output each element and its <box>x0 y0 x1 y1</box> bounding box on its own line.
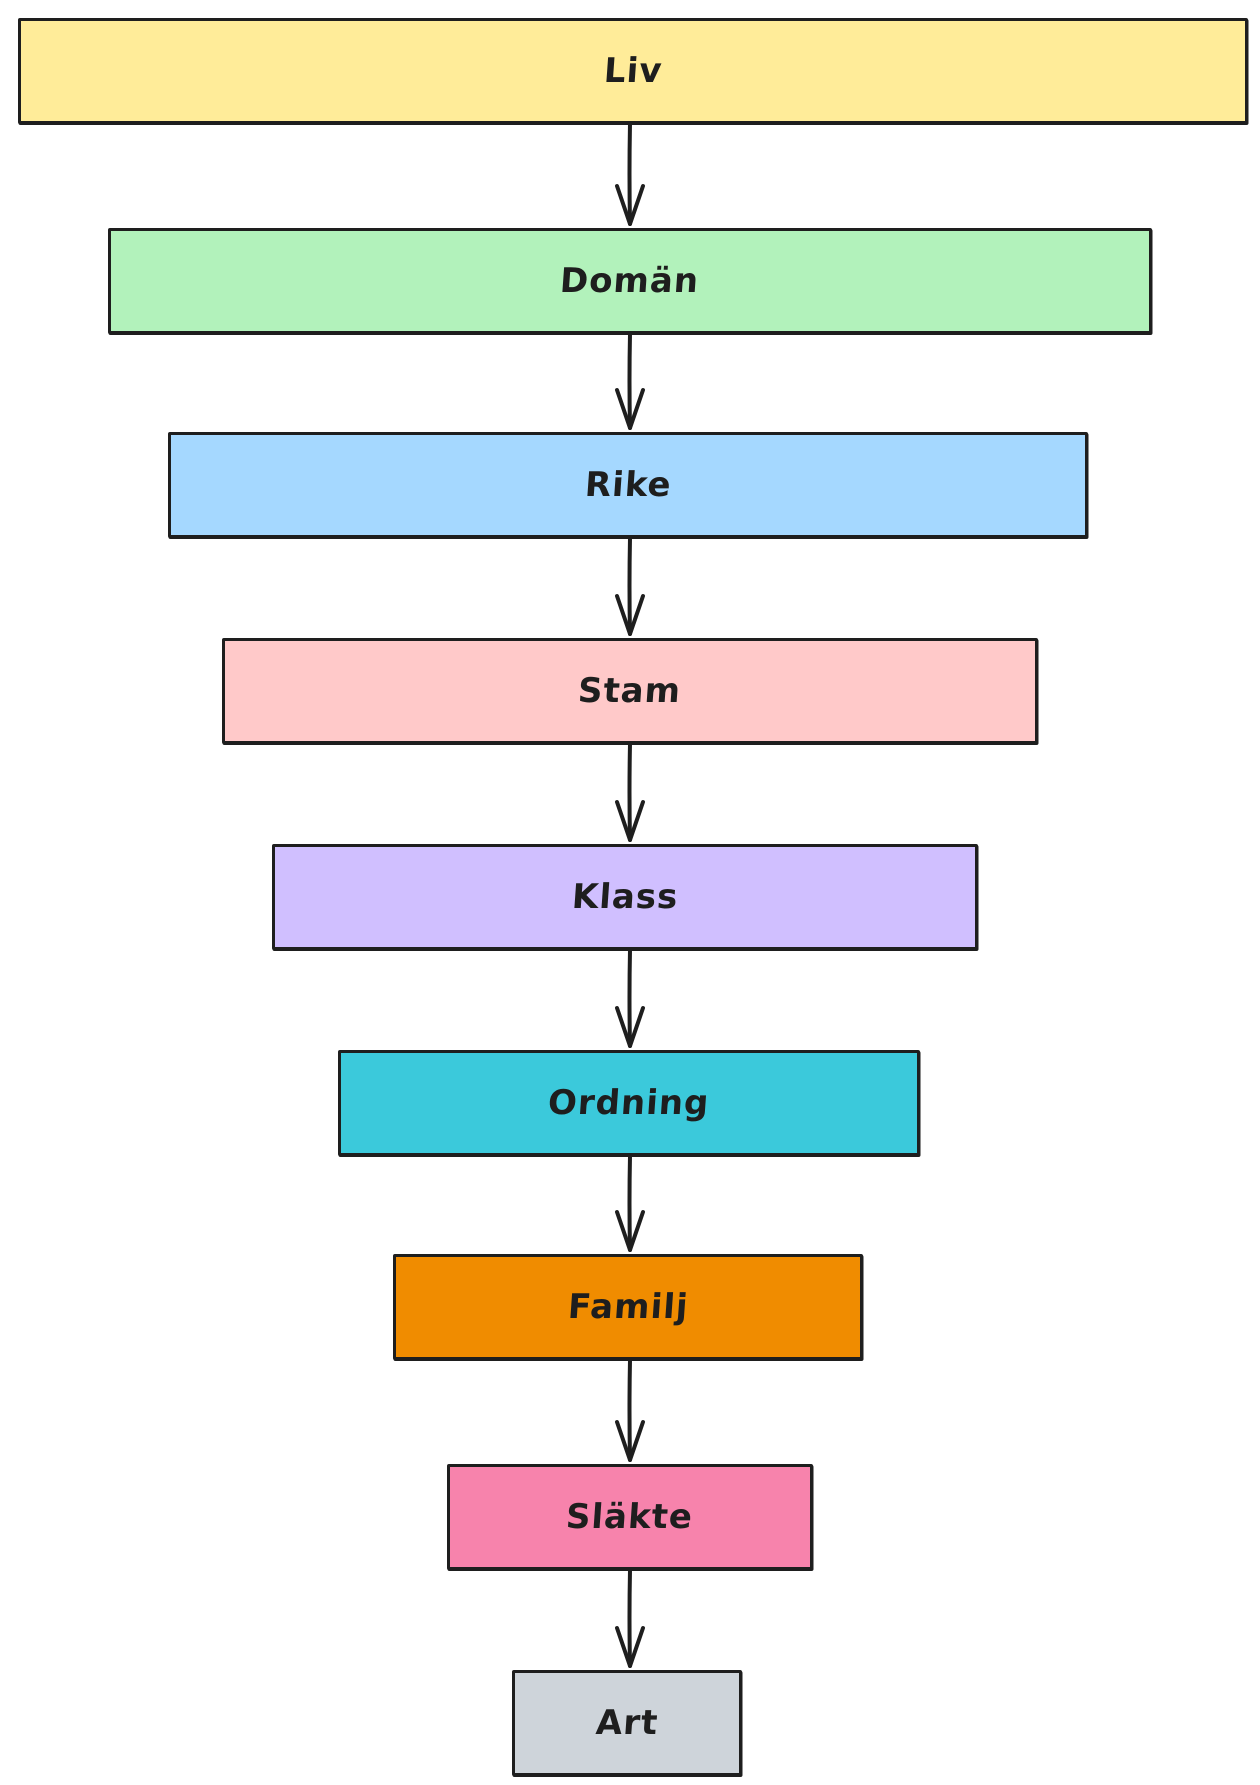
arrow-shaft <box>627 742 632 842</box>
arrow-head-icon <box>615 594 645 636</box>
arrow-head-icon <box>615 1626 645 1668</box>
arrow-shaft <box>627 122 632 226</box>
arrow-head-icon <box>615 388 645 430</box>
level-label-slakte: Släkte <box>565 1497 695 1537</box>
level-box-ordning[interactable]: Ordning <box>338 1050 920 1156</box>
arrow-shaft <box>627 1568 632 1668</box>
level-box-slakte[interactable]: Släkte <box>447 1464 813 1570</box>
arrow-head-icon <box>615 184 645 226</box>
arrow-shaft <box>627 948 632 1048</box>
arrow-0 <box>615 122 645 226</box>
level-box-doman[interactable]: Domän <box>108 228 1152 334</box>
arrow-1 <box>615 332 645 430</box>
level-label-ordning: Ordning <box>546 1083 712 1123</box>
arrow-head-icon <box>615 1210 645 1252</box>
level-label-familj: Familj <box>566 1287 690 1327</box>
level-box-rike[interactable]: Rike <box>168 432 1088 538</box>
arrow-5 <box>615 1154 645 1252</box>
arrow-2 <box>615 536 645 636</box>
arrow-shaft <box>627 1154 632 1252</box>
level-box-art[interactable]: Art <box>512 1670 742 1776</box>
arrow-3 <box>615 742 645 842</box>
arrow-shaft <box>627 1358 632 1462</box>
arrow-shaft <box>627 536 632 636</box>
arrow-head-icon <box>615 1006 645 1048</box>
level-box-klass[interactable]: Klass <box>272 844 978 950</box>
level-label-klass: Klass <box>570 877 680 917</box>
level-label-doman: Domän <box>559 261 701 301</box>
level-box-liv[interactable]: Liv <box>18 18 1248 124</box>
arrow-head-icon <box>615 800 645 842</box>
arrow-head-icon <box>615 1420 645 1462</box>
arrow-7 <box>615 1568 645 1668</box>
arrow-4 <box>615 948 645 1048</box>
level-label-liv: Liv <box>602 51 664 91</box>
arrow-shaft <box>627 332 632 430</box>
level-label-stam: Stam <box>577 671 683 711</box>
level-box-stam[interactable]: Stam <box>222 638 1038 744</box>
level-box-familj[interactable]: Familj <box>393 1254 863 1360</box>
level-label-art: Art <box>594 1703 660 1743</box>
arrow-6 <box>615 1358 645 1462</box>
level-label-rike: Rike <box>583 465 673 505</box>
